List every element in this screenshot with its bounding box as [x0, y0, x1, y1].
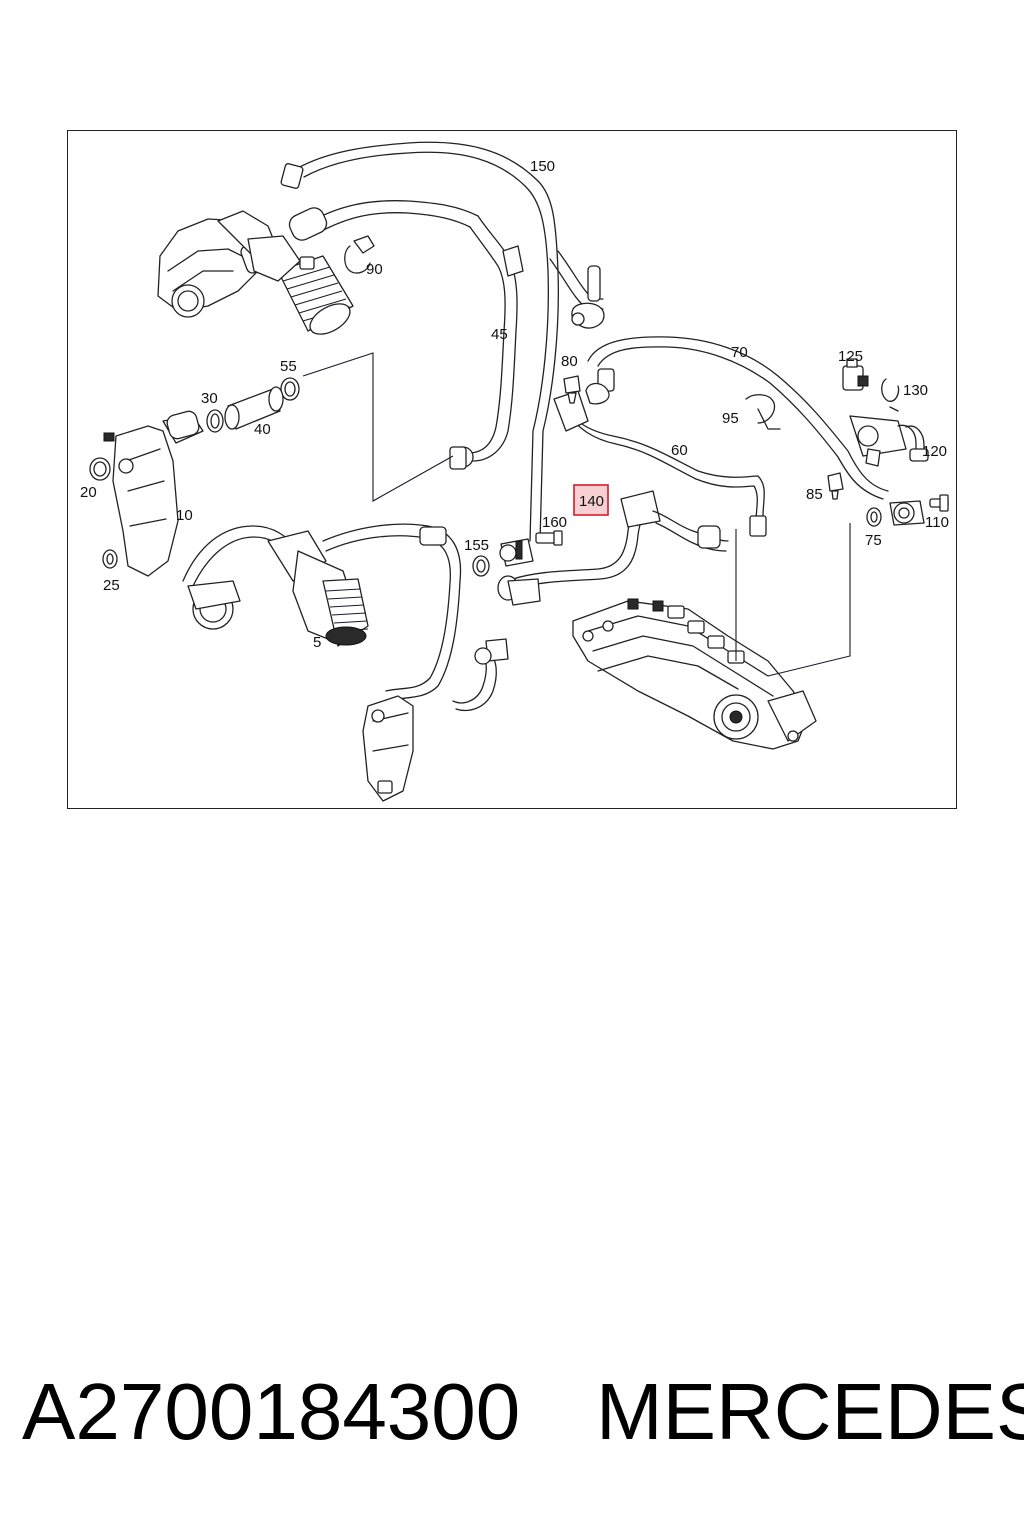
callout-140-highlight	[573, 484, 609, 516]
callout-70: 70	[731, 344, 748, 361]
bolt-160	[535, 530, 563, 546]
callout-45: 45	[491, 326, 508, 343]
callout-125: 125	[838, 348, 863, 365]
ring-20	[89, 457, 111, 481]
air-filter-housing-10	[103, 410, 204, 577]
callout-160: 160	[542, 514, 567, 531]
hose-70	[585, 336, 889, 500]
sensor-125	[842, 358, 869, 391]
hose-lower	[322, 523, 509, 712]
callout-40: 40	[254, 421, 271, 438]
callout-80: 80	[561, 353, 578, 370]
hose-45	[288, 200, 524, 470]
clip-85	[827, 472, 844, 500]
callout-75: 75	[865, 532, 882, 549]
ring-55	[280, 377, 300, 401]
callout-5: 5	[313, 634, 321, 651]
callout-55: 55	[280, 358, 297, 375]
parts-diagram-frame: 150 90 45 55 30 40 20 10 25 5 80 70 125 …	[67, 130, 957, 809]
pipe-40	[224, 386, 284, 430]
callout-140: 140	[579, 493, 604, 510]
screw-110	[929, 494, 949, 512]
callout-155: 155	[464, 537, 489, 554]
callout-110: 110	[925, 514, 949, 531]
ring-30	[206, 409, 224, 433]
clip-130	[881, 378, 900, 412]
callout-120: 120	[922, 443, 947, 460]
clip-90	[344, 235, 375, 274]
clip-95	[745, 394, 781, 430]
corrugated-hose-upper	[247, 235, 354, 335]
callout-60: 60	[671, 442, 688, 459]
ring-155	[472, 555, 490, 577]
callout-85: 85	[806, 486, 823, 503]
ring-75	[866, 507, 882, 527]
callout-130: 130	[903, 382, 928, 399]
part-number: A2700184300	[22, 1367, 521, 1456]
valve-120	[849, 415, 929, 467]
callout-25: 25	[103, 577, 120, 594]
callout-20: 20	[80, 484, 97, 501]
coupling-75	[889, 500, 925, 526]
callout-30: 30	[201, 390, 218, 407]
connector-80	[563, 375, 581, 404]
callout-90: 90	[366, 261, 383, 278]
parts-diagram: 150 90 45 55 30 40 20 10 25 5 80 70 125 …	[80, 141, 949, 802]
housing-lower	[362, 695, 414, 802]
pipe-140	[497, 490, 729, 606]
ring-25	[102, 549, 118, 569]
callout-95: 95	[722, 410, 739, 427]
brand-name: MERCEDES	[596, 1367, 1024, 1456]
callout-150: 150	[530, 158, 555, 175]
valve-155	[499, 538, 534, 567]
intake-duct-lower	[182, 525, 369, 647]
hose-150	[280, 141, 605, 542]
callout-10: 10	[176, 507, 193, 524]
intake-manifold	[572, 598, 817, 750]
